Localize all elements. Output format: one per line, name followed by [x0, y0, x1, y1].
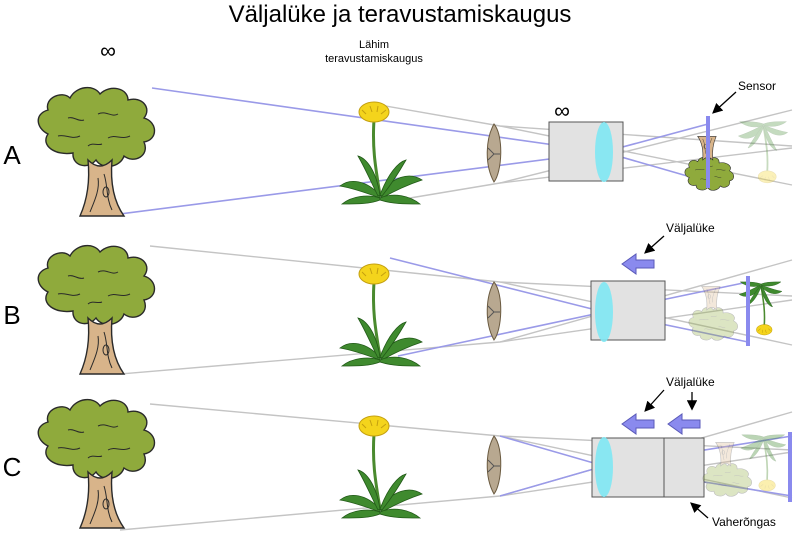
spacer-ring-label: Vaherõngas — [712, 515, 776, 529]
tree — [37, 86, 156, 217]
diagram-title: Väljalüke ja teravustamiskaugus — [229, 1, 572, 28]
extension-direction-arrow — [667, 413, 701, 435]
extension-direction-arrow — [621, 413, 655, 435]
dandelion — [338, 100, 424, 206]
faded-tree-image — [688, 286, 738, 341]
extension-label-b: Väljalüke — [666, 221, 715, 235]
infinity-symbol-tree: ∞ — [100, 38, 116, 63]
faded-dandelion-image — [737, 120, 789, 184]
inverted-dandelion-image — [738, 281, 783, 336]
dandelion — [338, 262, 424, 368]
extension-pointer-arrow — [644, 235, 665, 254]
sensor-bar — [788, 432, 792, 502]
row-label-a: A — [3, 140, 21, 170]
spacer-ring — [663, 437, 705, 498]
extension-pointer-arrow — [644, 389, 665, 412]
lens-element — [595, 282, 613, 342]
infinity-symbol-lens: ∞ — [554, 98, 570, 123]
sensor-bar — [746, 276, 750, 346]
spacer-ring-pointer-arrow — [690, 502, 709, 519]
front-cone — [486, 281, 502, 341]
ray-gray — [149, 245, 793, 297]
row-b: Väljalüke — [37, 221, 793, 375]
ray-gray — [119, 299, 793, 375]
sensor-pointer-arrow — [712, 91, 737, 114]
extension-label-c: Väljalüke — [666, 375, 715, 389]
nearest-focus-label-line2: teravustamiskaugus — [325, 53, 423, 65]
front-cone — [486, 435, 502, 495]
row-a: Sensor — [37, 79, 793, 217]
row-label-b: B — [3, 300, 20, 330]
faded-tree-image — [702, 442, 752, 497]
front-cone — [486, 123, 502, 183]
dandelion — [338, 414, 424, 520]
tree — [37, 244, 156, 375]
nearest-focus-label-line1: Lähim — [359, 39, 389, 51]
sensor-bar — [706, 116, 710, 188]
row-c: Väljalüke Vaherõngas — [37, 375, 793, 531]
lens-element — [595, 437, 613, 497]
sensor-label: Sensor — [738, 79, 776, 93]
row-label-c: C — [3, 452, 22, 482]
ray-gray — [499, 109, 793, 184]
extension-direction-arrow — [621, 253, 655, 275]
lens-element — [595, 122, 613, 182]
tree — [37, 398, 156, 529]
